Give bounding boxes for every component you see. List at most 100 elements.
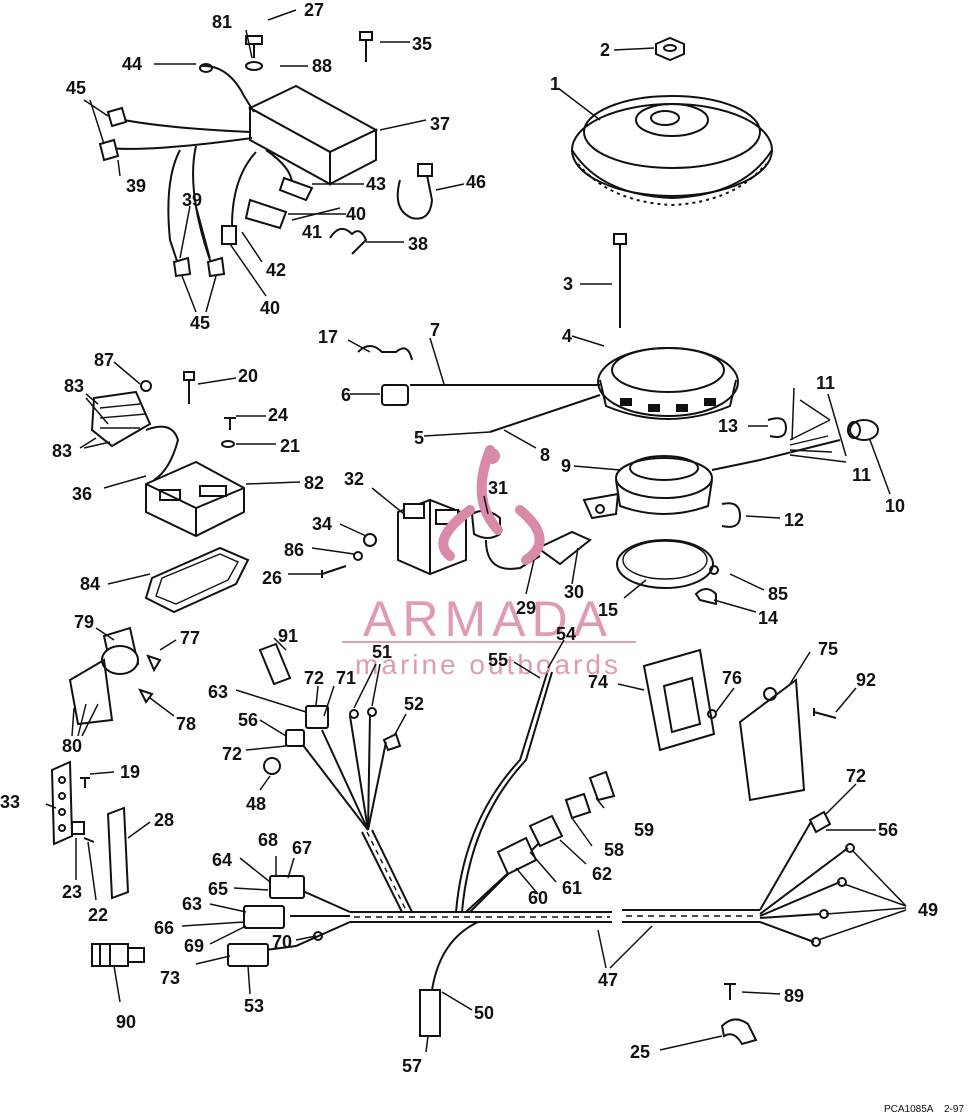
leader-lines xyxy=(45,9,907,1053)
figure-code: PCA1085A xyxy=(884,1104,934,1115)
callout-37: 37 xyxy=(430,114,450,134)
callout-14: 14 xyxy=(758,608,778,628)
callout-3: 3 xyxy=(563,274,573,294)
callout-21: 21 xyxy=(280,436,300,456)
callout-48: 48 xyxy=(246,794,266,814)
stator-part xyxy=(597,347,739,420)
callout-47: 47 xyxy=(598,970,618,990)
callout-91: 91 xyxy=(278,626,298,646)
callout-12: 12 xyxy=(784,510,804,530)
callout-63-2: 63 xyxy=(182,894,202,914)
part-drawings xyxy=(50,31,879,1046)
callout-87: 87 xyxy=(94,350,114,370)
callout-44: 44 xyxy=(122,54,142,74)
callout-19: 19 xyxy=(120,762,140,782)
callout-63-1: 63 xyxy=(208,682,228,702)
callout-42: 42 xyxy=(266,260,286,280)
callout-7: 7 xyxy=(430,320,440,340)
callout-85: 85 xyxy=(768,584,788,604)
callout-76: 76 xyxy=(722,668,742,688)
watermark: ARMADA marine outboards xyxy=(342,445,636,680)
callout-80: 80 xyxy=(62,736,82,756)
callout-5: 5 xyxy=(414,428,424,448)
callout-46: 46 xyxy=(466,172,486,192)
callout-31: 31 xyxy=(488,478,508,498)
callout-38: 38 xyxy=(408,234,428,254)
callout-72-2: 72 xyxy=(222,744,242,764)
callout-78: 78 xyxy=(176,714,196,734)
callout-17: 17 xyxy=(318,327,338,347)
callout-62: 62 xyxy=(592,864,612,884)
figure-revision: 2-97 xyxy=(944,1104,964,1115)
callout-55: 55 xyxy=(488,650,508,670)
callout-72-3: 72 xyxy=(846,766,866,786)
callout-13: 13 xyxy=(718,416,738,436)
callout-27: 27 xyxy=(304,0,324,20)
rectifier-part xyxy=(145,460,245,538)
callout-81: 81 xyxy=(212,12,232,32)
callout-69: 69 xyxy=(184,936,204,956)
callout-39-2: 39 xyxy=(182,190,202,210)
flywheel-nut-part xyxy=(655,36,685,62)
callout-52: 52 xyxy=(404,694,424,714)
callout-65: 65 xyxy=(208,879,228,899)
callout-64: 64 xyxy=(212,850,232,870)
callout-82: 82 xyxy=(304,473,324,493)
callout-84: 84 xyxy=(80,574,100,594)
callout-49: 49 xyxy=(918,900,938,920)
callout-54: 54 xyxy=(556,624,576,644)
callout-24: 24 xyxy=(268,405,288,425)
stator-screw-part xyxy=(613,233,627,328)
watermark-brand: ARMADA xyxy=(363,591,613,647)
temp-switch-part xyxy=(91,943,145,967)
callout-39-1: 39 xyxy=(126,176,146,196)
solenoid-part xyxy=(68,626,140,726)
callout-20: 20 xyxy=(238,366,258,386)
callout-77: 77 xyxy=(180,628,200,648)
callout-36: 36 xyxy=(72,484,92,504)
callout-56-1: 56 xyxy=(238,710,258,730)
callout-79: 79 xyxy=(74,612,94,632)
callout-22: 22 xyxy=(88,905,108,925)
connector-10-part xyxy=(847,419,879,441)
callout-15: 15 xyxy=(598,600,618,620)
callout-32: 32 xyxy=(344,469,364,489)
callout-6: 6 xyxy=(341,385,351,405)
callout-60: 60 xyxy=(528,888,548,908)
callout-72-1: 72 xyxy=(304,668,324,688)
callout-9: 9 xyxy=(561,456,571,476)
callout-75: 75 xyxy=(818,639,838,659)
callout-61: 61 xyxy=(562,878,582,898)
callout-1: 1 xyxy=(550,74,560,94)
ignition-coil-part xyxy=(397,498,467,576)
callout-56-2: 56 xyxy=(878,820,898,840)
callout-29: 29 xyxy=(516,598,536,618)
callout-40-2: 40 xyxy=(260,298,280,318)
callout-51: 51 xyxy=(372,642,392,662)
callout-40-1: 40 xyxy=(346,204,366,224)
callout-90: 90 xyxy=(116,1012,136,1032)
callout-67: 67 xyxy=(292,838,312,858)
callout-45-2: 45 xyxy=(190,313,210,333)
callout-89: 89 xyxy=(784,986,804,1006)
callout-71: 71 xyxy=(336,668,356,688)
watermark-logo-icon xyxy=(438,445,545,565)
callout-88: 88 xyxy=(312,56,332,76)
callout-30: 30 xyxy=(564,582,584,602)
callout-70: 70 xyxy=(272,932,292,952)
callout-59: 59 xyxy=(634,820,654,840)
callout-53: 53 xyxy=(244,996,264,1016)
callout-86: 86 xyxy=(284,540,304,560)
callout-28: 28 xyxy=(154,810,174,830)
watermark-tagline: marine outboards xyxy=(355,649,621,680)
callout-23: 23 xyxy=(62,882,82,902)
callout-68: 68 xyxy=(258,830,278,850)
callout-35: 35 xyxy=(412,34,432,54)
callout-4: 4 xyxy=(562,326,572,346)
timer-base-part xyxy=(582,455,713,520)
power-pack-part xyxy=(247,84,379,186)
callout-34: 34 xyxy=(312,514,332,534)
callout-33: 33 xyxy=(0,792,20,812)
callout-11-2: 11 xyxy=(852,465,871,485)
